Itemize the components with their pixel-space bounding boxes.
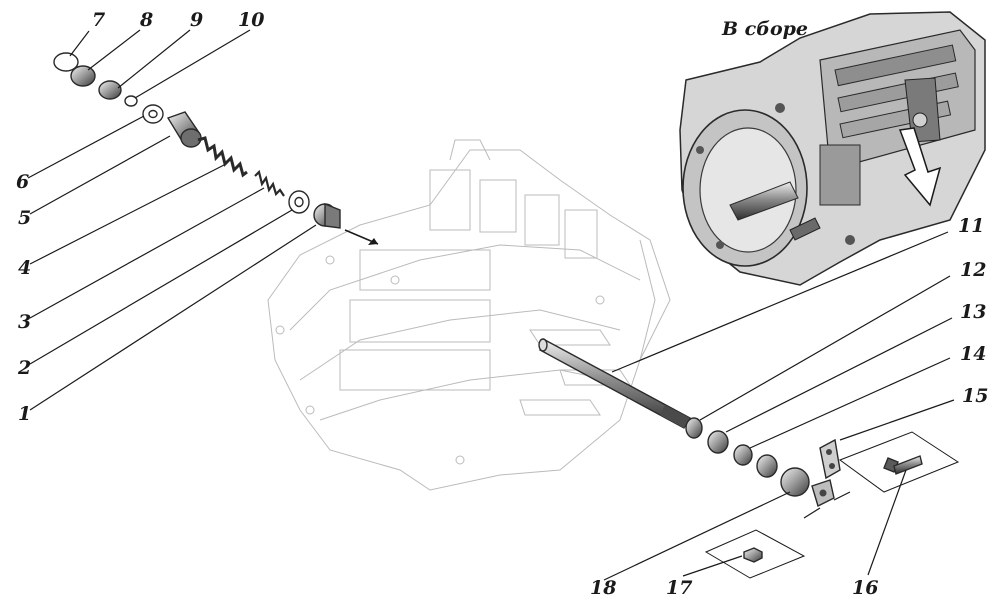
ghost-gearbox-housing xyxy=(267,139,671,491)
assembled-gearbox-illustration xyxy=(679,11,986,286)
bushing-12 xyxy=(685,417,703,439)
callout-7: 7 xyxy=(92,9,105,31)
ring-10 xyxy=(124,95,138,107)
bushing-13 xyxy=(707,430,729,454)
callout-6: 6 xyxy=(16,171,29,193)
bushing-9 xyxy=(98,80,122,100)
callout-10: 10 xyxy=(238,9,264,31)
spring-3 xyxy=(254,169,285,197)
callout-14: 14 xyxy=(960,343,986,365)
callout-17: 17 xyxy=(666,577,692,599)
callout-16: 16 xyxy=(852,577,878,599)
shift-rod-11 xyxy=(538,338,691,429)
callout-12: 12 xyxy=(960,259,986,281)
bushing-8 xyxy=(70,65,96,87)
callout-1: 1 xyxy=(18,403,31,425)
callout-15: 15 xyxy=(962,385,988,407)
bolt-connector-line xyxy=(833,491,851,501)
bushing-14 xyxy=(733,444,753,466)
leader-lines xyxy=(27,29,955,581)
callout-11: 11 xyxy=(958,215,984,237)
callout-2: 2 xyxy=(17,357,31,379)
direction-arrow-into-housing xyxy=(344,229,379,245)
assembly-indicator-arrow xyxy=(898,127,942,207)
lever-connector-line xyxy=(803,507,821,519)
bushing-1 xyxy=(313,202,341,229)
callout-5: 5 xyxy=(18,207,31,229)
callout-8: 8 xyxy=(139,9,153,31)
washer-6 xyxy=(142,104,164,124)
callout-18: 18 xyxy=(590,577,616,599)
bushing-5 xyxy=(166,111,202,148)
callout-4: 4 xyxy=(18,257,31,279)
snap-ring-7 xyxy=(53,52,79,72)
nut-17 xyxy=(704,529,806,579)
callout-3: 3 xyxy=(18,311,31,333)
washer-2 xyxy=(288,190,310,214)
lever-15 xyxy=(811,438,841,507)
callout-9: 9 xyxy=(190,9,203,31)
bushing-18-a xyxy=(756,454,778,478)
bushing-18 xyxy=(780,467,810,497)
bolt-16 xyxy=(838,431,960,493)
spring-4 xyxy=(197,136,248,178)
assembly-label: В сборе xyxy=(721,18,808,40)
callout-13: 13 xyxy=(960,301,986,323)
